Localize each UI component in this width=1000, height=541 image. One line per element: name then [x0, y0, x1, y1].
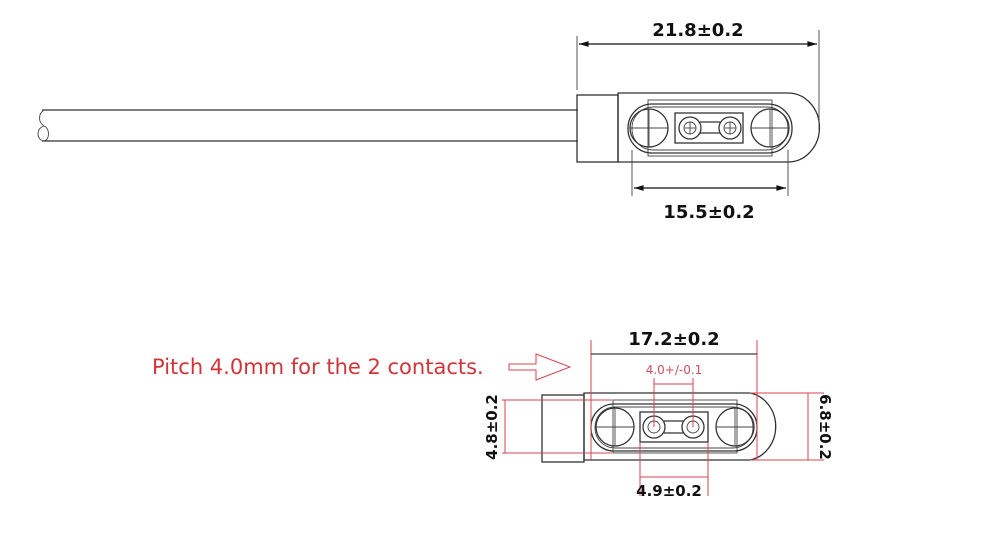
dimension-body-length: 17.2±0.2: [590, 329, 758, 460]
dimension-neck-height: 4.8±0.2: [483, 394, 612, 460]
connector-body-top: [576, 92, 821, 163]
dimension-head-height: 6.8±0.2: [750, 392, 834, 461]
dim-6-8-label: 6.8±0.2: [816, 394, 834, 460]
dimension-contact-block: 4.9±0.2: [636, 442, 709, 500]
dim-4-9-label: 4.9±0.2: [636, 482, 702, 500]
pitch-note: Pitch 4.0mm for the 2 contacts.: [152, 355, 484, 379]
dim-4-8-label: 4.8±0.2: [483, 394, 501, 460]
pitch-label: 4.0+/-0.1: [646, 363, 703, 377]
dim-21-8-label: 21.8±0.2: [652, 20, 743, 41]
dim-15-5-label: 15.5±0.2: [663, 202, 754, 223]
top-view: 21.8±0.2 15.5±0.2: [37, 20, 821, 223]
bottom-view: Pitch 4.0mm for the 2 contacts.: [152, 329, 834, 500]
dim-17-2-label: 17.2±0.2: [628, 329, 719, 350]
dimension-pitch: 4.0+/-0.1: [646, 363, 703, 427]
dimension-slot-length: 15.5±0.2: [631, 150, 789, 223]
dimension-overall-length: 21.8±0.2: [576, 20, 820, 130]
connector-body-bottom: [541, 392, 777, 463]
arrow-right-icon: [508, 353, 572, 381]
cable: [37, 109, 578, 142]
